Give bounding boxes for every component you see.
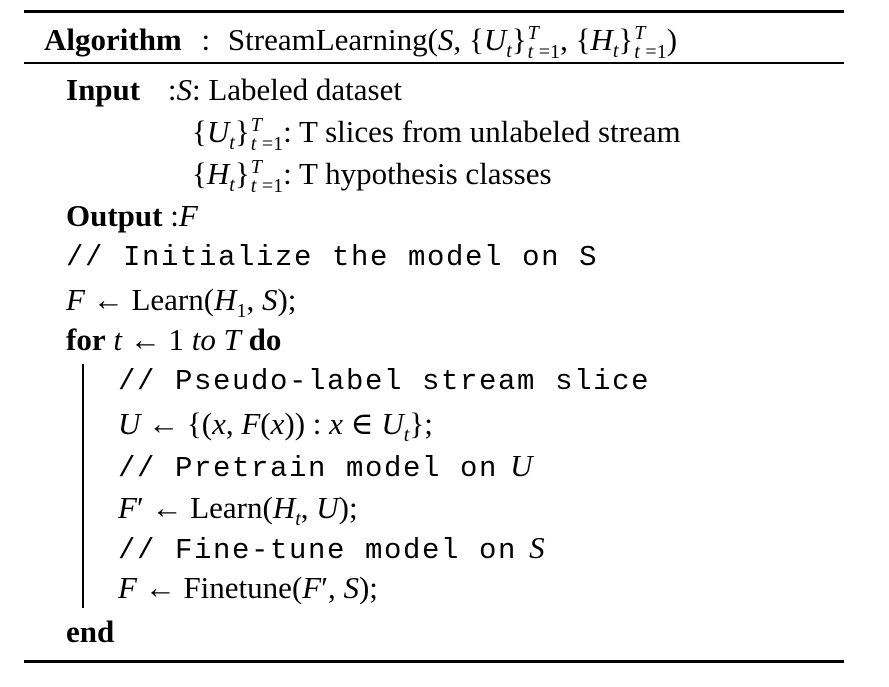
output-colon: :	[170, 198, 179, 233]
output-row: Output :F	[66, 198, 198, 234]
finetune-fn: Finetune	[183, 570, 292, 605]
finetune-line: F ← Finetune(F′, S);	[118, 570, 378, 605]
top-rule	[24, 10, 844, 13]
comment-initialize: // Initialize the model on S	[66, 241, 599, 274]
input-row: Input :S: Labeled dataset	[66, 72, 402, 107]
pseudo-label-line: U ← {(x, F(x)) : x ∈ Ut};	[118, 406, 433, 446]
end-keyword: end	[66, 614, 115, 649]
learn-pretrain-fn: Learn	[190, 490, 263, 525]
for-line: for t ← 1 to T do	[66, 322, 282, 357]
for-keyword: for	[66, 322, 106, 357]
comment-pretrain: // Pretrain model on	[118, 452, 499, 485]
bottom-rule	[24, 660, 844, 663]
learn-init-line: F ← Learn(H1, S);	[66, 282, 297, 322]
input-label: Input	[66, 72, 141, 107]
algorithm-label: Algorithm	[44, 22, 182, 57]
learn-pretrain-line: F′ ← Learn(Ht, U);	[118, 490, 358, 530]
learn-init-fn: Learn	[131, 282, 204, 317]
input-u-desc: : T slices from unlabeled stream	[283, 114, 681, 149]
header-colon: :	[201, 22, 211, 57]
comment-finetune: // Fine-tune model on	[118, 534, 518, 567]
input-colon: :	[167, 72, 177, 107]
to-keyword: to	[191, 322, 216, 357]
header-rule	[24, 62, 844, 64]
algorithm-name: StreamLearning	[227, 22, 428, 57]
do-keyword: do	[248, 322, 282, 357]
input-s-desc: : Labeled dataset	[191, 72, 402, 107]
output-label: Output	[66, 198, 163, 233]
loop-body-bar	[82, 364, 84, 608]
output-value: F	[178, 198, 198, 233]
input-h-desc: : T hypothesis classes	[283, 156, 552, 191]
comment-pseudo-label: // Pseudo-label stream slice	[118, 365, 651, 398]
